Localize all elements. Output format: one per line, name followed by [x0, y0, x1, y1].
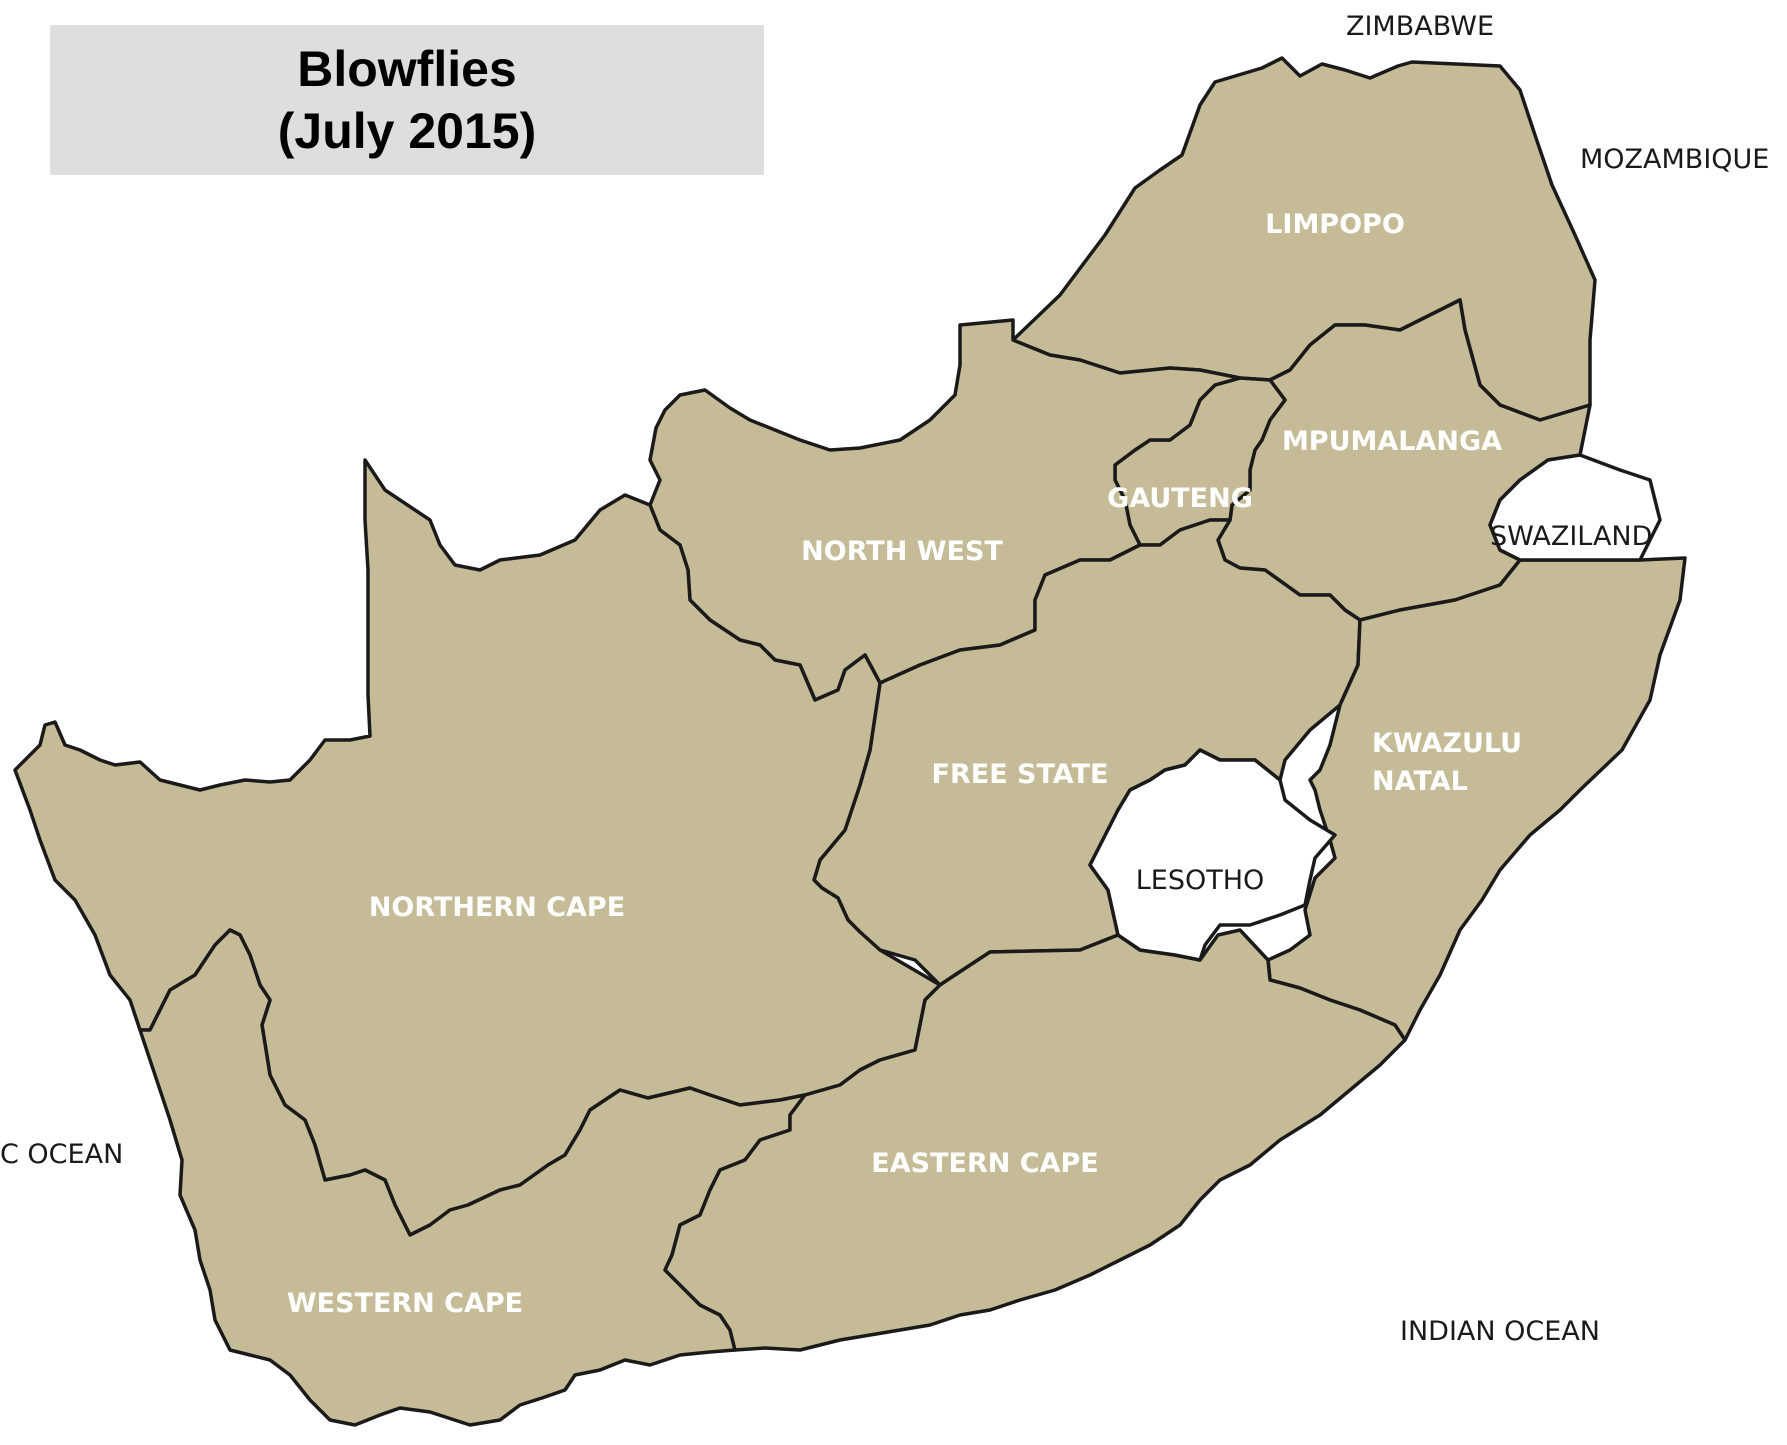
title-line-1: Blowflies	[297, 41, 517, 97]
country-labels: ZIMBABWE MOZAMBIQUE SWAZILAND LESOTHO C …	[0, 11, 1769, 1347]
country-swaziland[interactable]	[1488, 453, 1662, 562]
enclaves-layer	[1088, 453, 1662, 962]
label-mpumalanga: MPUMALANGA	[1282, 426, 1502, 457]
label-northern-cape: NORTHERN CAPE	[369, 892, 625, 923]
label-eastern-cape: EASTERN CAPE	[871, 1148, 1098, 1179]
label-swaziland: SWAZILAND	[1490, 521, 1652, 552]
label-kwazulu-natal-line1: KWAZULU	[1372, 728, 1522, 759]
label-limpopo: LIMPOPO	[1265, 209, 1405, 240]
label-mozambique: MOZAMBIQUE	[1580, 144, 1769, 175]
label-atlantic-ocean: C OCEAN	[0, 1139, 123, 1170]
title-line-2: (July 2015)	[277, 103, 537, 159]
label-free-state: FREE STATE	[932, 759, 1109, 790]
label-lesotho: LESOTHO	[1136, 865, 1265, 896]
label-zimbabwe: ZIMBABWE	[1346, 11, 1494, 42]
province-labels: LIMPOPO MPUMALANGA GAUTENG NORTH WEST FR…	[287, 209, 1522, 1319]
country-lesotho[interactable]	[1088, 748, 1337, 962]
label-north-west: NORTH WEST	[801, 536, 1003, 567]
label-western-cape: WESTERN CAPE	[287, 1288, 523, 1319]
label-gauteng: GAUTENG	[1107, 483, 1253, 514]
label-kwazulu-natal-line2: NATAL	[1372, 766, 1468, 797]
title-box: Blowflies (July 2015)	[50, 25, 764, 175]
label-indian-ocean: INDIAN OCEAN	[1400, 1316, 1600, 1347]
provinces-layer	[13, 56, 1687, 1427]
province-eastern-cape[interactable]	[663, 928, 1407, 1352]
